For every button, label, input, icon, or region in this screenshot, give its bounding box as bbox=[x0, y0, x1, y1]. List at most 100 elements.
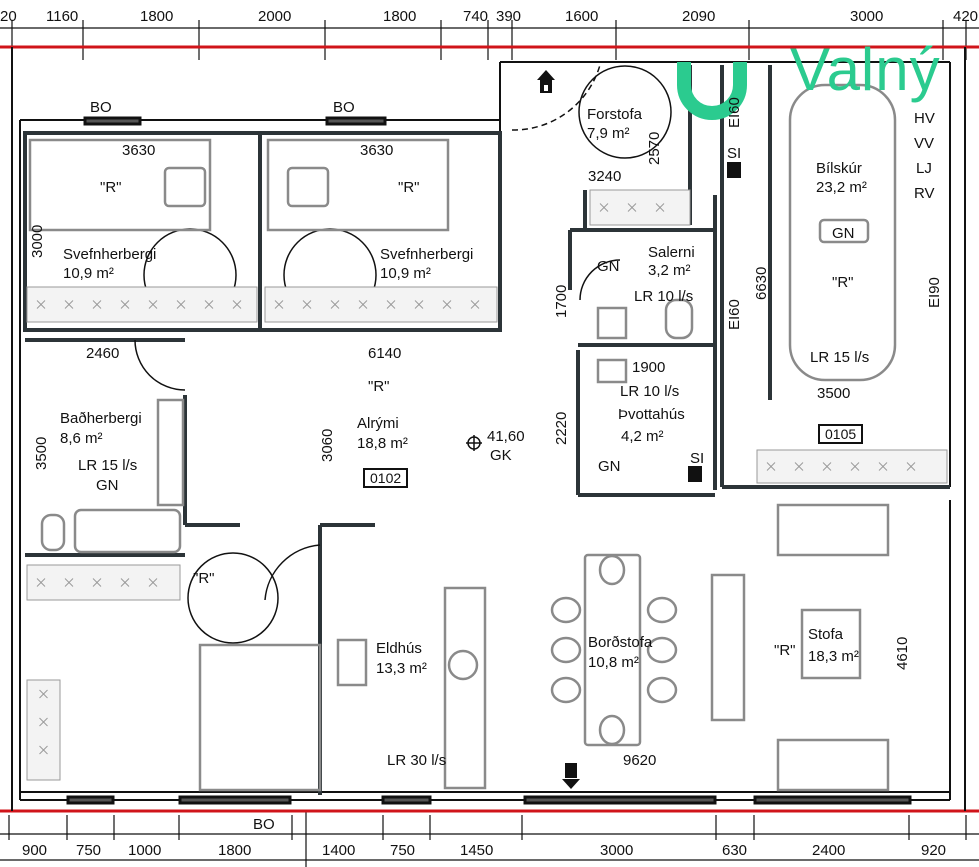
hatch-mark bbox=[36, 578, 46, 587]
top-dimension: 420 bbox=[953, 8, 979, 25]
electrical-cabinet-icon bbox=[727, 162, 741, 178]
room-mark: "R" bbox=[774, 642, 796, 659]
hatch-mark bbox=[386, 300, 396, 309]
logo-mark bbox=[677, 62, 747, 120]
vertical-dimension: 4610 bbox=[894, 636, 911, 670]
window-label: BO bbox=[253, 816, 275, 833]
hatch-mark bbox=[120, 578, 130, 587]
window-hatch bbox=[756, 449, 948, 484]
dimension: 2460 bbox=[86, 345, 120, 362]
room-area: 10,9 m² bbox=[63, 265, 114, 282]
hatch-mark bbox=[878, 462, 888, 471]
room-id-badge: 0102 bbox=[363, 468, 409, 488]
hatch-mark bbox=[822, 462, 832, 471]
room-name: Stofa bbox=[808, 626, 844, 643]
window-hatch bbox=[26, 286, 258, 323]
bottom-dimension: 1000 bbox=[128, 842, 162, 859]
window-label: BO bbox=[90, 99, 112, 116]
elevation: 41,60 bbox=[487, 428, 525, 445]
room-area: 7,9 m² bbox=[587, 125, 630, 142]
dimension: 6140 bbox=[368, 345, 402, 362]
hatch-mark bbox=[148, 300, 158, 309]
top-dimension: 1800 bbox=[140, 8, 174, 25]
hatch-mark bbox=[655, 203, 665, 212]
room-name: Svefnherbergi bbox=[380, 246, 474, 263]
vertical-dimension: 2570 bbox=[646, 131, 663, 165]
top-dimension: 1800 bbox=[383, 8, 417, 25]
hatch-mark bbox=[39, 745, 48, 755]
room-name: Borðstofa bbox=[588, 634, 653, 651]
vertical-dimension: EI90 bbox=[926, 277, 943, 308]
hatch-mark bbox=[906, 462, 916, 471]
room-area: 18,8 m² bbox=[357, 435, 408, 452]
hatch-mark bbox=[232, 300, 242, 309]
hatch-mark bbox=[39, 689, 48, 699]
hatch-mark bbox=[302, 300, 312, 309]
room-mark: "R" bbox=[832, 274, 854, 291]
hatch-mark bbox=[599, 203, 609, 212]
elevation-marker bbox=[466, 435, 482, 451]
cabinet-label: SI bbox=[690, 450, 705, 467]
bottom-dimension: 630 bbox=[722, 842, 748, 859]
hatch-mark bbox=[39, 717, 48, 727]
hatch-mark bbox=[794, 462, 804, 471]
vertical-dimension: EI60 bbox=[726, 299, 743, 330]
window-frames bbox=[66, 116, 912, 805]
window-hatches bbox=[26, 189, 948, 781]
drain: GN bbox=[832, 225, 855, 242]
window-label: BO bbox=[333, 99, 355, 116]
vertical-dimension: 3500 bbox=[33, 436, 50, 470]
cabinet-label: SI bbox=[727, 145, 742, 162]
room-name: Alrými bbox=[357, 415, 399, 432]
bottom-dimension: 750 bbox=[390, 842, 416, 859]
ventilation: LR 15 l/s bbox=[810, 349, 870, 366]
hatch-mark bbox=[176, 300, 186, 309]
room-id-badge: 0105 bbox=[818, 424, 864, 444]
dimension: 3500 bbox=[817, 385, 851, 402]
hatch-mark bbox=[92, 578, 102, 587]
window-hatch bbox=[589, 189, 691, 226]
dimension-ticks bbox=[8, 20, 967, 840]
hatch-mark bbox=[36, 300, 46, 309]
hatch-mark bbox=[64, 578, 74, 587]
room-name: Bílskúr bbox=[816, 160, 862, 177]
room-area: 3,2 m² bbox=[648, 262, 691, 279]
vertical-dimension: 3060 bbox=[319, 428, 336, 462]
window-hatch bbox=[26, 679, 61, 781]
hatch-mark bbox=[442, 300, 452, 309]
room-area: 23,2 m² bbox=[816, 179, 867, 196]
hatch-mark bbox=[627, 203, 637, 212]
hatch-mark bbox=[766, 462, 776, 471]
room-area: 10,9 m² bbox=[380, 265, 431, 282]
top-dimension: 3000 bbox=[850, 8, 884, 25]
bottom-dimension: 3000 bbox=[600, 842, 634, 859]
hatch-mark bbox=[274, 300, 284, 309]
room-area: 8,6 m² bbox=[60, 430, 103, 447]
bottom-dimension: 1800 bbox=[218, 842, 252, 859]
ventilation: LR 10 l/s bbox=[634, 288, 694, 305]
ventilation: LR 30 l/s bbox=[387, 752, 447, 769]
entrance-icon bbox=[537, 70, 580, 789]
hatch-mark bbox=[92, 300, 102, 309]
room-name: Forstofa bbox=[587, 106, 643, 123]
bottom-dimension: 1450 bbox=[460, 842, 494, 859]
bottom-dimension: 900 bbox=[22, 842, 48, 859]
vertical-dimension: 1700 bbox=[553, 284, 570, 318]
top-dimension: 2000 bbox=[258, 8, 292, 25]
hatch-mark bbox=[64, 300, 74, 309]
hatch-mark bbox=[120, 300, 130, 309]
top-dimension: 2090 bbox=[682, 8, 716, 25]
vertical-dimension: 6630 bbox=[753, 266, 770, 300]
bottom-dimension: 1400 bbox=[322, 842, 356, 859]
room-mark: "R" bbox=[100, 179, 122, 196]
vertical-dimension: 3000 bbox=[29, 224, 46, 258]
room-name: Eldhús bbox=[376, 640, 422, 657]
dimension: 3240 bbox=[588, 168, 622, 185]
top-dimension: 1600 bbox=[565, 8, 599, 25]
electrical-cabinet-icon bbox=[688, 466, 702, 482]
bottom-dimension: 2400 bbox=[812, 842, 846, 859]
dimension-lines bbox=[0, 27, 979, 867]
grid-lines bbox=[0, 45, 979, 813]
